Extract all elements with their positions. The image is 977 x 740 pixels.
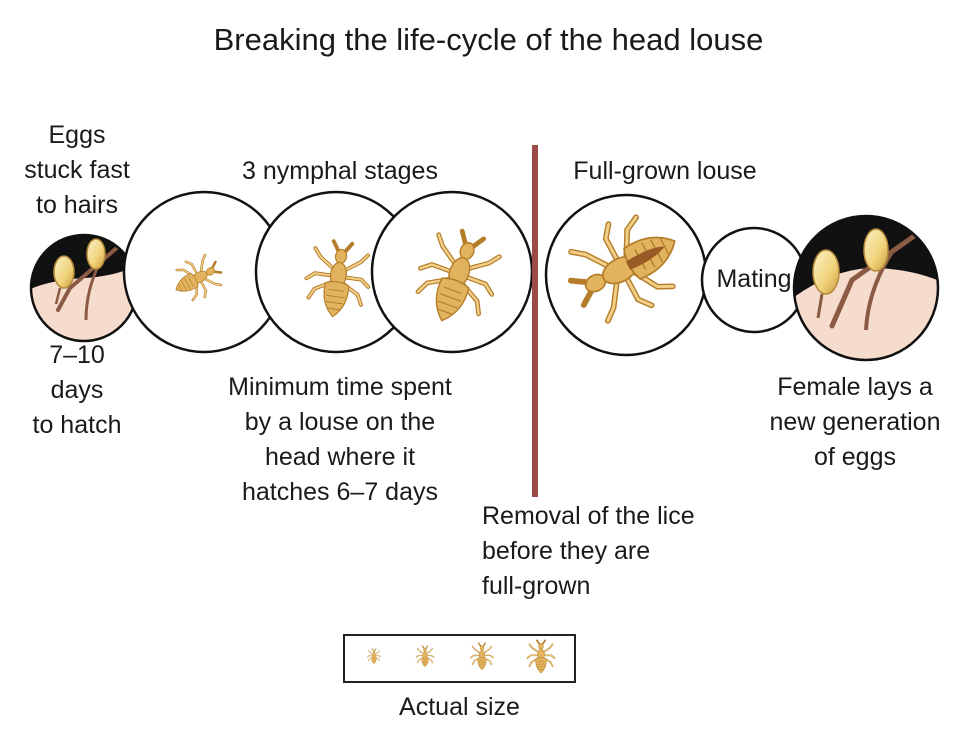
- female-lays-label: Female lays a new generation of eggs: [769, 373, 941, 471]
- egg-circle-left: [29, 233, 139, 343]
- actual-size-label: Actual size: [399, 693, 520, 721]
- hatch-label: 7–10 days to hatch: [32, 341, 122, 439]
- egg-circle-right: [792, 214, 940, 362]
- actual-size-box: [343, 634, 576, 683]
- removal-divider: [532, 145, 538, 497]
- removal-label: Removal of the lice before they are full…: [482, 502, 695, 600]
- full-grown-label: Full-grown louse: [573, 157, 757, 185]
- diagram-title: Breaking the life-cycle of the head lous…: [213, 22, 764, 57]
- eggs-label: Eggs stuck fast to hairs: [24, 121, 130, 219]
- mating-label: Mating: [716, 265, 792, 293]
- full-grown-louse: [556, 200, 697, 333]
- nymph-stage-circles: [122, 190, 534, 354]
- nymphal-stages-label: 3 nymphal stages: [242, 157, 438, 185]
- minimum-time-label: Minimum time spent by a louse on the hea…: [228, 373, 452, 506]
